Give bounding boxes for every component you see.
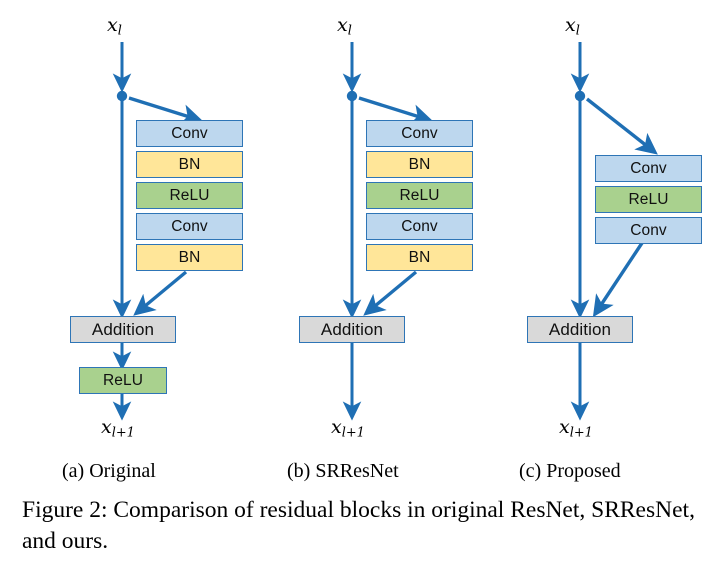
column-a-block-relu-1[interactable]: ReLU — [136, 182, 243, 209]
column-b-block-conv-1[interactable]: Conv — [366, 120, 473, 147]
column-b-block-conv-2[interactable]: Conv — [366, 213, 473, 240]
column-a-block-conv-2[interactable]: Conv — [136, 213, 243, 240]
column-c-subcaption: (c) Proposed — [519, 460, 621, 482]
column-a-output-label: xl+1 — [101, 416, 135, 441]
column-b-input-label: xl — [337, 14, 352, 39]
column-c-input-label: xl — [565, 14, 580, 39]
column-b-output-label: xl+1 — [331, 416, 365, 441]
column-c-block-conv-1[interactable]: Conv — [595, 155, 702, 182]
column-b-block-bn-2[interactable]: BN — [366, 244, 473, 271]
column-a-block-addition[interactable]: Addition — [70, 316, 176, 343]
column-b-arrows — [342, 42, 434, 421]
column-a-block-relu-out[interactable]: ReLU — [79, 367, 167, 394]
column-a-block-bn-2[interactable]: BN — [136, 244, 243, 271]
column-c-output-label: xl+1 — [559, 416, 593, 441]
column-c-block-addition[interactable]: Addition — [527, 316, 633, 343]
column-a-arrows — [112, 42, 204, 421]
figure-caption: Figure 2: Comparison of residual blocks … — [22, 497, 695, 554]
column-b-block-relu-1[interactable]: ReLU — [366, 182, 473, 209]
column-b-block-bn-1[interactable]: BN — [366, 151, 473, 178]
column-c-block-conv-2[interactable]: Conv — [595, 217, 702, 244]
column-a-block-conv-1[interactable]: Conv — [136, 120, 243, 147]
diagram-arrows-layer — [112, 42, 658, 421]
column-c-arrows — [570, 42, 658, 421]
column-b-subcaption: (b) SRResNet — [287, 460, 399, 482]
column-c-block-relu-1[interactable]: ReLU — [595, 186, 702, 213]
column-a-block-bn-1[interactable]: BN — [136, 151, 243, 178]
column-a-subcaption: (a) Original — [62, 460, 156, 482]
column-b-block-addition[interactable]: Addition — [299, 316, 405, 343]
column-a-input-label: xl — [107, 14, 122, 39]
